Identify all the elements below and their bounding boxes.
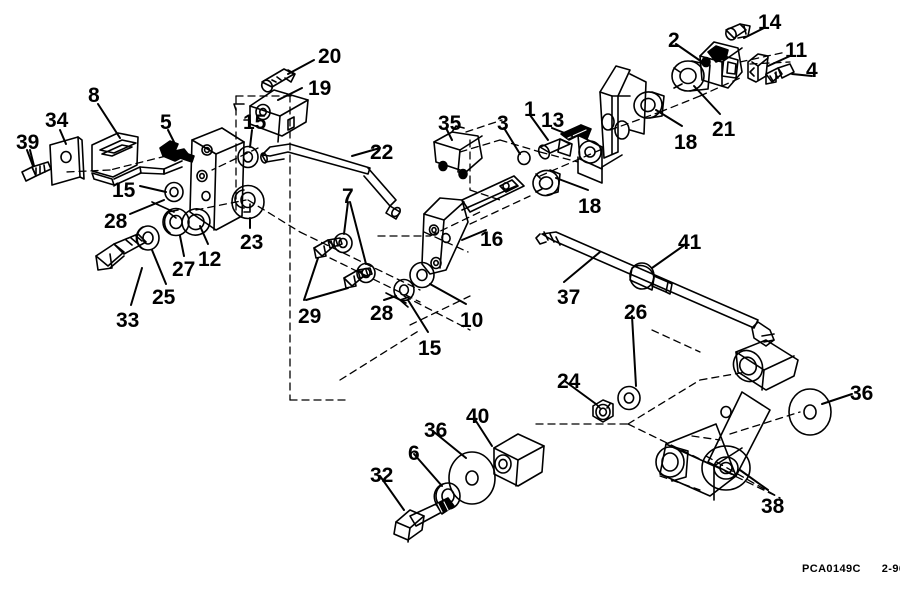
part-16-lever-arm <box>421 175 525 275</box>
part-4-hex-screw <box>765 63 795 85</box>
callout-25: 25 <box>152 286 176 309</box>
part-36-washer-left <box>448 451 496 505</box>
callout-14: 14 <box>758 11 782 34</box>
part-8-pedal-pad <box>91 132 183 186</box>
leader-lines <box>26 27 853 511</box>
callout-16: 16 <box>480 228 504 251</box>
callout-3: 3 <box>497 112 509 135</box>
part-26-washer <box>617 385 641 411</box>
callout-41: 41 <box>678 231 702 254</box>
part-23-washer <box>231 184 265 220</box>
callout-18-lower: 18 <box>578 195 602 218</box>
part-22-link-rod <box>260 143 401 220</box>
callout-27: 27 <box>172 258 196 281</box>
callout-15-upper: 15 <box>243 111 267 134</box>
part-35-mount-block <box>433 125 483 180</box>
part-15-washer-left <box>164 181 184 203</box>
callout-36-left: 36 <box>424 419 448 442</box>
callout-8: 8 <box>88 84 100 107</box>
callout-12: 12 <box>198 248 222 271</box>
part-1-bushing <box>537 138 573 160</box>
part-39-screw <box>21 161 52 182</box>
part-29-bolts <box>313 237 373 289</box>
callout-34: 34 <box>45 109 69 132</box>
callout-37: 37 <box>557 286 581 309</box>
part-15-washer-center <box>237 145 259 169</box>
callout-19: 19 <box>308 77 332 100</box>
part-25-washer <box>135 225 160 251</box>
callout-33: 33 <box>116 309 140 332</box>
part-32-hex-bolt <box>393 497 455 543</box>
footer-date: 2-96 <box>881 563 900 575</box>
callout-26: 26 <box>624 301 648 324</box>
callout-11: 11 <box>785 39 808 62</box>
part-18-bushing-lower <box>532 169 561 197</box>
callout-36-right: 36 <box>850 382 874 405</box>
callout-6: 6 <box>408 442 420 465</box>
part-36-washer-right <box>788 388 832 436</box>
part-3-ball <box>517 150 531 166</box>
part-14-stud <box>725 23 751 41</box>
callout-24: 24 <box>557 370 581 393</box>
callout-15-lower: 15 <box>418 337 442 360</box>
callout-32: 32 <box>370 464 394 487</box>
part-40-spacer <box>493 433 545 487</box>
callout-20: 20 <box>318 45 342 68</box>
callout-22: 22 <box>370 141 394 164</box>
part-41-collar <box>629 262 673 295</box>
callout-40: 40 <box>466 405 490 428</box>
part-2-bracket-clamp <box>699 41 743 89</box>
diagram-footer: PCA0149C 2-96 <box>802 563 900 575</box>
callout-7: 7 <box>342 185 354 208</box>
part-15-washer-lower <box>393 278 415 302</box>
part-38-bellcrank <box>655 339 799 501</box>
callout-35: 35 <box>438 112 462 135</box>
callout-28-left: 28 <box>104 210 128 233</box>
callout-21: 21 <box>712 118 736 141</box>
part-7-washers <box>333 232 376 284</box>
callout-15-left: 15 <box>112 179 136 202</box>
shift-bracket-frame <box>577 65 647 184</box>
callout-28-center: 28 <box>370 302 394 325</box>
callout-13: 13 <box>541 109 565 132</box>
callout-5: 5 <box>160 111 172 134</box>
callout-29: 29 <box>298 305 322 328</box>
callout-38: 38 <box>761 495 785 518</box>
callout-18-upper: 18 <box>674 131 698 154</box>
callout-39: 39 <box>16 131 40 154</box>
part-34-plate <box>49 136 85 186</box>
footer-code: PCA0149C <box>802 563 861 575</box>
part-19-clevis <box>249 89 309 143</box>
callout-4: 4 <box>806 59 818 82</box>
callout-23: 23 <box>240 231 264 254</box>
part-18-bushing-upper <box>633 91 665 119</box>
part-33-shoulder-bolt <box>95 233 147 271</box>
part-27-washer <box>162 207 190 237</box>
part-5-spring-clip <box>159 140 195 163</box>
callout-2: 2 <box>668 29 680 52</box>
callout-1: 1 <box>524 98 536 121</box>
callout-10: 10 <box>460 309 484 332</box>
